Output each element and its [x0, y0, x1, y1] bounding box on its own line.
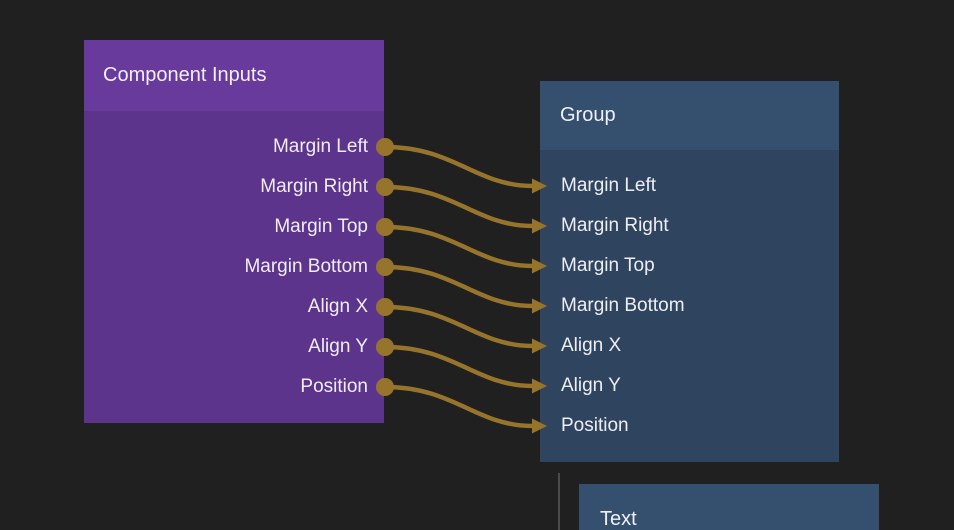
output-port-margin-bottom[interactable]: Margin Bottom — [84, 247, 384, 287]
input-port-align-x[interactable]: Align X — [540, 326, 839, 366]
node-text-title: Text — [600, 508, 637, 530]
port-dot[interactable] — [376, 378, 394, 396]
node-component-inputs-body: Margin Left Margin Right Margin Top Marg… — [84, 111, 384, 407]
arrowhead-icon — [532, 378, 547, 394]
node-component-inputs[interactable]: Component Inputs Margin Left Margin Righ… — [84, 40, 384, 423]
port-dot[interactable] — [376, 258, 394, 276]
output-port-align-x[interactable]: Align X — [84, 287, 384, 327]
input-port-label: Margin Right — [561, 215, 669, 236]
input-port-margin-right[interactable]: Margin Right — [540, 206, 839, 246]
node-text[interactable]: Text — [579, 484, 879, 530]
wire[interactable] — [384, 224, 534, 269]
arrowhead-icon — [532, 178, 547, 194]
port-dot[interactable] — [376, 178, 394, 196]
input-port-margin-top[interactable]: Margin Top — [540, 246, 839, 286]
output-port-align-y[interactable]: Align Y — [84, 327, 384, 367]
node-component-inputs-header[interactable]: Component Inputs — [84, 40, 384, 111]
input-port-position[interactable]: Position — [540, 406, 839, 446]
input-port-margin-bottom[interactable]: Margin Bottom — [540, 286, 839, 326]
wire[interactable] — [384, 144, 534, 189]
node-component-inputs-title: Component Inputs — [103, 64, 267, 86]
arrowhead-icon — [532, 218, 547, 234]
input-port-label: Align X — [561, 335, 622, 356]
wire[interactable] — [384, 184, 534, 229]
node-group[interactable]: Group Margin Left Margin Right Margin To… — [540, 81, 839, 462]
output-port-label: Align Y — [308, 336, 368, 357]
output-port-label: Margin Left — [272, 136, 368, 157]
port-dot[interactable] — [376, 338, 394, 356]
node-group-header[interactable]: Group — [540, 81, 839, 150]
port-dot[interactable] — [376, 218, 394, 236]
input-port-label: Align Y — [561, 375, 621, 396]
output-port-margin-left[interactable]: Margin Left — [84, 127, 384, 167]
wire[interactable] — [384, 384, 534, 429]
wire[interactable] — [384, 264, 534, 309]
output-port-margin-top[interactable]: Margin Top — [84, 207, 384, 247]
wire[interactable] — [384, 344, 534, 389]
arrowhead-icon — [532, 298, 547, 314]
arrowhead-icon — [532, 418, 547, 434]
output-port-label: Margin Bottom — [244, 256, 368, 277]
input-port-align-y[interactable]: Align Y — [540, 366, 839, 406]
node-group-title: Group — [560, 104, 616, 126]
input-port-label: Position — [561, 415, 629, 436]
output-port-label: Margin Right — [260, 176, 368, 197]
vertical-wire-segment[interactable] — [558, 473, 560, 530]
input-port-margin-left[interactable]: Margin Left — [540, 166, 839, 206]
wire[interactable] — [384, 304, 534, 349]
node-text-header[interactable]: Text — [579, 484, 879, 530]
input-port-label: Margin Bottom — [561, 295, 685, 316]
input-port-label: Margin Left — [561, 175, 657, 196]
arrowhead-icon — [532, 338, 547, 354]
node-group-body: Margin Left Margin Right Margin Top Marg… — [540, 150, 839, 446]
port-dot[interactable] — [376, 138, 394, 156]
output-port-margin-right[interactable]: Margin Right — [84, 167, 384, 207]
input-port-label: Margin Top — [561, 255, 655, 276]
output-port-label: Position — [300, 376, 368, 397]
output-port-position[interactable]: Position — [84, 367, 384, 407]
output-port-label: Align X — [307, 296, 368, 317]
arrowhead-icon — [532, 258, 547, 274]
output-port-label: Margin Top — [274, 216, 368, 237]
port-dot[interactable] — [376, 298, 394, 316]
